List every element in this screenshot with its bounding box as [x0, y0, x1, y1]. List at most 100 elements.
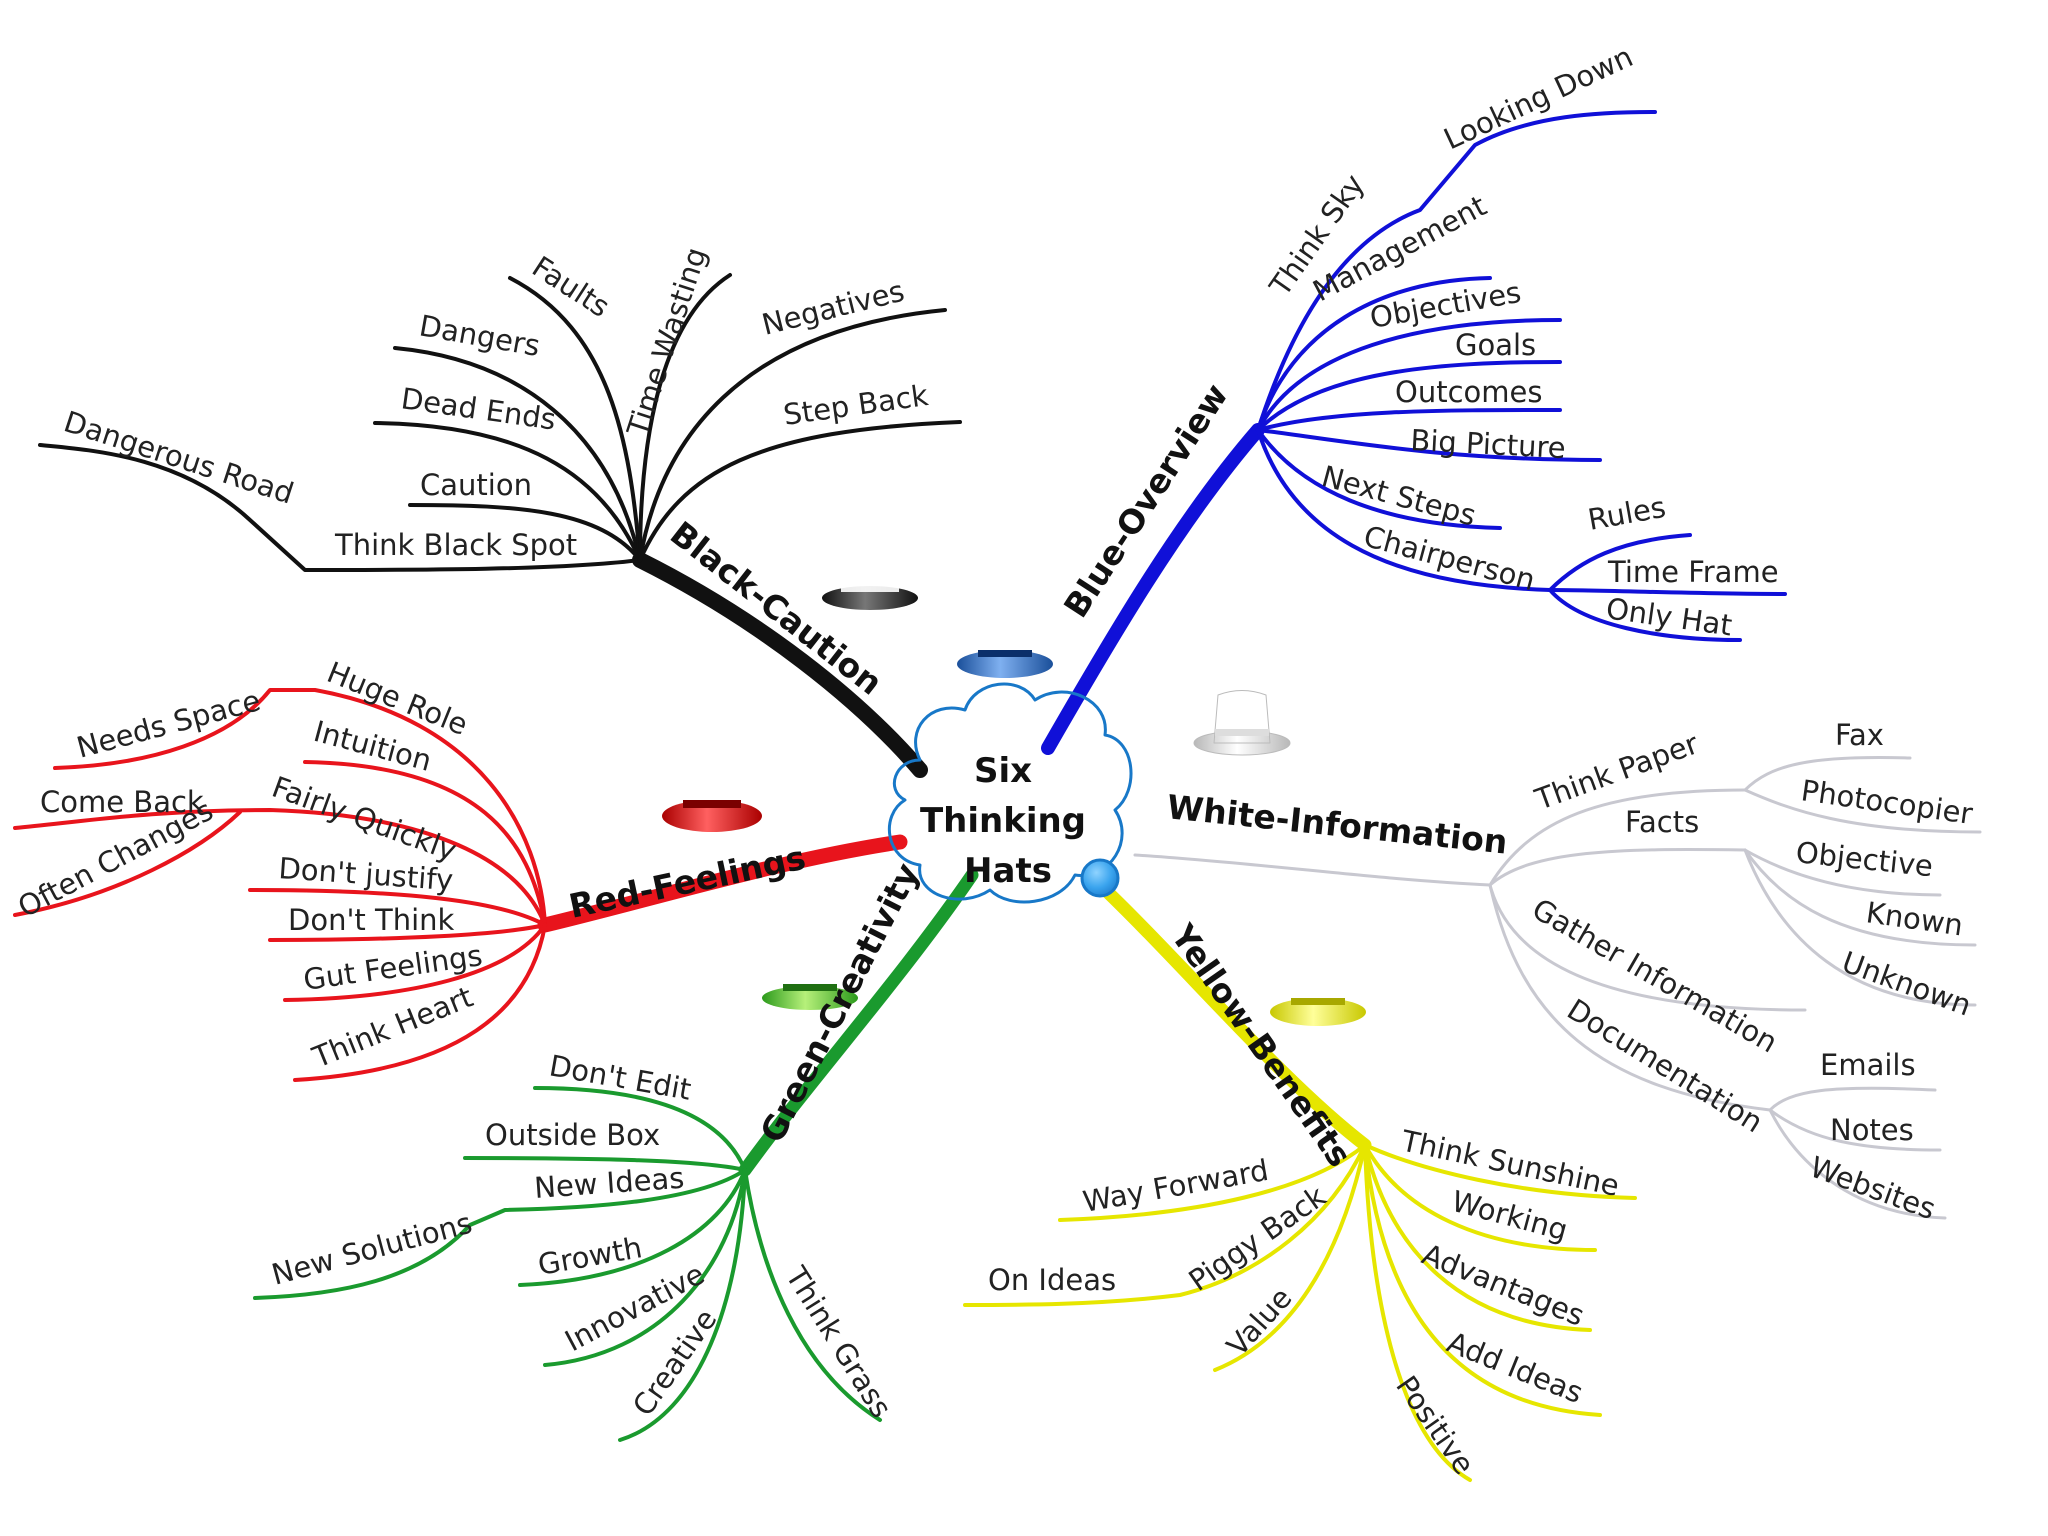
blue-sub-only-hat — [1548, 588, 1742, 642]
yellow-sub-piggy-back — [963, 1143, 1367, 1307]
white-sub-objective — [1743, 848, 1942, 897]
green-sub-think-grass — [743, 1168, 882, 1422]
white-item-notes: Notes — [1830, 1113, 1914, 1147]
center-line-1: Six — [974, 751, 1032, 791]
blue-sub-goals — [1256, 360, 1562, 432]
center-line-2: Thinking — [920, 801, 1086, 841]
white-sub-fax — [1743, 756, 1912, 792]
white-sub-emails — [1768, 1086, 1937, 1112]
yellow-sub-advantages — [1363, 1143, 1592, 1332]
blue-sub-next-steps — [1256, 428, 1502, 530]
white-main-stem — [1133, 853, 1492, 887]
blue-overview-branch — [1041, 110, 1787, 755]
central-topic[interactable]: Six Thinking Hats — [888, 682, 1133, 904]
yellow-sub-think-sunshine — [1363, 1143, 1637, 1200]
yellow-item-advantages: Advantages — [1417, 1237, 1589, 1333]
white-sub-notes — [1768, 1108, 1942, 1152]
blue-sub-management — [1256, 276, 1492, 432]
yellow-main-stem — [1088, 873, 1372, 1152]
green-sub-new-ideas — [253, 1168, 747, 1300]
yellow-sub-positive — [1363, 1143, 1472, 1482]
red-main-stem — [537, 834, 908, 933]
black-sub-caution — [408, 503, 642, 562]
white-sub-unknown — [1743, 848, 1977, 1007]
red-sub-dont-think — [268, 923, 547, 942]
green-item-dont-edit: Don't Edit — [547, 1048, 694, 1106]
blue-item-time-frame: Time Frame — [1607, 555, 1779, 589]
black-sub-think-black-spot — [38, 443, 642, 572]
green-item-think-grass: Think Grass — [779, 1260, 899, 1424]
black-sub-step-back — [638, 420, 962, 562]
white-item-emails: Emails — [1820, 1048, 1916, 1082]
blue-item-looking-down: Looking Down — [1439, 39, 1638, 156]
white-item-fax: Fax — [1835, 718, 1884, 752]
yellow-sub-way-forward — [1058, 1143, 1367, 1222]
white-item-photocopier: Photocopier — [1799, 773, 1975, 831]
white-sub-websites — [1768, 1108, 1947, 1220]
yellow-item-think-sunshine: Think Sunshine — [1398, 1123, 1623, 1203]
black-sub-dangers — [393, 346, 642, 562]
white-item-websites: Websites — [1806, 1150, 1940, 1227]
white-item-objective: Objective — [1794, 835, 1934, 883]
blue-sub-rules — [1548, 533, 1692, 592]
branch-label-red-feelings: Red-Feelings — [566, 838, 809, 926]
green-sub-innovative — [543, 1168, 747, 1367]
yellow-sub-add-ideas — [1363, 1143, 1602, 1417]
blue-item-outcomes: Outcomes — [1395, 375, 1542, 409]
blue-hat-icon — [957, 650, 1053, 678]
center-line-3: Hats — [964, 851, 1052, 891]
red-sub-fairly-quickly — [13, 808, 547, 927]
black-sub-negatives — [638, 308, 947, 562]
yellow-item-value: Value — [1220, 1281, 1299, 1363]
blue-item-rules: Rules — [1585, 490, 1668, 537]
red-hat-icon — [662, 800, 762, 832]
black-caution-branch — [38, 273, 962, 778]
black-hat-icon — [822, 584, 918, 610]
black-item-dangerous-road: Dangerous Road — [60, 404, 298, 510]
black-sub-faults — [508, 276, 642, 562]
cloud-bubble — [1080, 858, 1120, 898]
green-sub-creative — [618, 1168, 747, 1442]
green-hat-icon — [762, 984, 858, 1010]
green-item-growth: Growth — [535, 1230, 644, 1282]
red-feelings-branch — [13, 688, 908, 1082]
green-item-outside-box: Outside Box — [485, 1118, 660, 1152]
white-sub-photocopier — [1743, 788, 1982, 834]
blue-item-big-picture: Big Picture — [1410, 423, 1567, 465]
yellow-hat-icon — [1270, 998, 1366, 1026]
white-information-branch — [1133, 756, 1982, 1220]
red-sub-gut-feelings — [283, 923, 547, 1002]
white-sub-documentation — [1488, 883, 1772, 1112]
blue-sub-big-picture — [1256, 428, 1602, 462]
red-sub-dont-justify — [248, 888, 547, 927]
white-sub-known — [1743, 848, 1977, 947]
blue-sub-chairperson — [1256, 428, 1552, 592]
blue-sub-outcomes — [1256, 408, 1562, 432]
red-item-dont-think: Don't Think — [288, 903, 455, 937]
white-item-facts: Facts — [1625, 805, 1699, 839]
black-item-think-black-spot: Think Black Spot — [334, 528, 577, 562]
green-sub-dont-edit — [533, 1086, 747, 1172]
black-sub-time-wasting — [638, 273, 732, 562]
green-sub-outside-box — [463, 1156, 747, 1172]
black-item-caution: Caution — [420, 468, 532, 502]
red-sub-huge-role — [53, 688, 547, 927]
green-sub-growth — [518, 1168, 747, 1287]
red-sub-think-heart — [293, 923, 547, 1082]
blue-main-stem — [1041, 423, 1265, 755]
red-sub-often-changes — [13, 810, 242, 917]
yellow-sub-working — [1363, 1143, 1597, 1252]
black-sub-dead-ends — [373, 421, 642, 562]
white-item-unknown: Unknown — [1838, 945, 1976, 1023]
red-sub-intuition — [303, 760, 547, 927]
blue-sub-objectives — [1256, 318, 1562, 432]
branch-label-yellow-benefits: Yellow-Benefits — [1163, 916, 1360, 1173]
white-sub-gather-information — [1488, 883, 1807, 1012]
black-item-faults: Faults — [526, 249, 616, 324]
black-item-dead-ends: Dead Ends — [399, 381, 558, 436]
green-main-stem — [738, 868, 979, 1177]
blue-item-chairperson: Chairperson — [1360, 519, 1539, 597]
blue-item-next-steps: Next Steps — [1318, 459, 1479, 533]
yellow-sub-value — [1213, 1143, 1367, 1372]
